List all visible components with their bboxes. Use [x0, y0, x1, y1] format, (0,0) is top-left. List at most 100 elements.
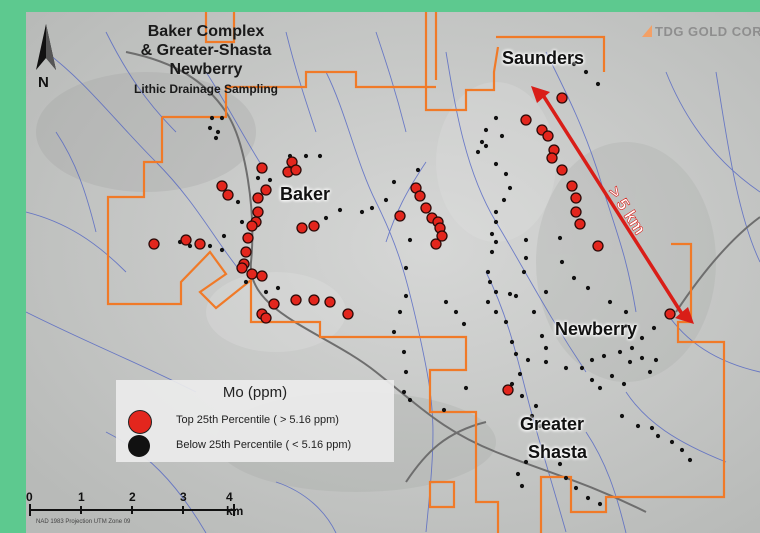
- sample-point-below: [501, 197, 507, 203]
- sample-point-top: [566, 180, 578, 192]
- sample-point-below: [597, 501, 603, 507]
- sample-point-below: [669, 439, 675, 445]
- sample-point-below: [415, 167, 421, 173]
- sample-point-below: [487, 279, 493, 285]
- sample-point-below: [601, 353, 607, 359]
- scale-bar: [29, 504, 236, 516]
- sample-point-top: [246, 220, 258, 232]
- sample-point-below: [579, 365, 585, 371]
- sample-point-below: [539, 333, 545, 339]
- sample-point-below: [475, 149, 481, 155]
- sample-point-below: [573, 485, 579, 491]
- sample-point-top: [502, 384, 514, 396]
- sample-point-below: [655, 433, 661, 439]
- sample-point-below: [507, 185, 513, 191]
- sample-point-below: [493, 209, 499, 215]
- projection-note: NAD 1983 Projection UTM Zone 09: [36, 519, 131, 525]
- sample-point-below: [503, 171, 509, 177]
- title-line-4: Lithic Drainage Sampling: [133, 82, 279, 96]
- sample-point-below: [543, 359, 549, 365]
- scale-tick-0: 0: [26, 490, 33, 504]
- title-line-2: & Greater-Shasta: [140, 42, 272, 59]
- sample-point-top: [148, 238, 160, 250]
- samples-below-25th: [177, 61, 693, 507]
- sample-point-below: [407, 237, 413, 243]
- sample-point-below: [337, 207, 343, 213]
- sample-point-below: [303, 153, 309, 159]
- sample-point-below: [493, 115, 499, 121]
- sample-point-below: [571, 61, 577, 67]
- sample-point-top: [570, 192, 582, 204]
- sample-point-below: [623, 309, 629, 315]
- sample-point-below: [479, 139, 485, 145]
- sample-point-below: [213, 135, 219, 141]
- sample-point-top: [520, 114, 532, 126]
- map-frame: > 5 km N Baker Complex & Greater-Shasta …: [26, 12, 760, 533]
- sample-point-below: [369, 205, 375, 211]
- north-arrow: N: [36, 24, 56, 91]
- claim-boundary: [106, 12, 726, 533]
- sample-point-below: [519, 393, 525, 399]
- sample-point-below: [219, 247, 225, 253]
- title-line-1: Baker Complex: [147, 23, 265, 40]
- sample-point-below: [215, 129, 221, 135]
- sample-point-below: [523, 237, 529, 243]
- sample-point-below: [267, 177, 273, 183]
- sample-point-top: [252, 192, 264, 204]
- sample-point-below: [275, 285, 281, 291]
- sample-point-below: [557, 235, 563, 241]
- sample-point-top: [222, 189, 234, 201]
- sample-point-below: [517, 371, 523, 377]
- sample-point-below: [403, 293, 409, 299]
- sample-point-below: [239, 219, 245, 225]
- sample-point-below: [523, 255, 529, 261]
- sample-point-top: [240, 246, 252, 258]
- title-line-3: Newberry: [169, 61, 243, 78]
- sample-point-top: [430, 238, 442, 250]
- sample-point-below: [443, 299, 449, 305]
- sample-point-below: [679, 447, 685, 453]
- sample-point-top: [556, 92, 568, 104]
- place-label-saunders: Saunders: [502, 48, 585, 68]
- sample-point-below: [397, 309, 403, 315]
- sample-point-top: [324, 296, 336, 308]
- sample-point-below: [533, 403, 539, 409]
- legend-title: Mo (ppm): [222, 384, 288, 401]
- brand-logo: TDG GOLD CORP: [642, 24, 760, 39]
- sample-point-below: [639, 335, 645, 341]
- sample-point-top: [420, 202, 432, 214]
- sample-point-below: [513, 293, 519, 299]
- sample-point-top: [574, 218, 586, 230]
- sample-point-top: [664, 308, 676, 320]
- scale-tick-4: 4 km: [226, 490, 244, 518]
- place-label-shasta: Shasta: [528, 442, 588, 462]
- sample-point-below: [563, 475, 569, 481]
- sample-point-below: [619, 413, 625, 419]
- sample-point-top: [308, 294, 320, 306]
- sample-point-below: [653, 357, 659, 363]
- legend: Mo (ppm) Top 25th Percentile ( > 5.16 pp…: [116, 380, 394, 462]
- sample-point-below: [499, 133, 505, 139]
- sample-point-below: [583, 69, 589, 75]
- sample-point-top: [414, 190, 426, 202]
- sample-point-top: [268, 298, 280, 310]
- legend-below-label: Below 25th Percentile ( < 5.16 ppm): [176, 439, 352, 451]
- sample-point-top: [342, 308, 354, 320]
- sample-point-below: [207, 243, 213, 249]
- scale-tick-3: 3: [180, 490, 187, 504]
- sample-point-below: [453, 309, 459, 315]
- brand-mark-icon: [642, 25, 652, 37]
- sample-point-top: [296, 222, 308, 234]
- sample-point-below: [401, 349, 407, 355]
- samples-top-25th: [148, 92, 676, 396]
- sample-point-below: [543, 345, 549, 351]
- sample-point-top: [246, 268, 258, 280]
- sample-point-below: [485, 269, 491, 275]
- place-label-newberry: Newberry: [555, 319, 638, 339]
- sample-point-below: [359, 209, 365, 215]
- place-label-greater: Greater: [520, 414, 585, 434]
- sample-point-below: [323, 215, 329, 221]
- distance-arrow: [531, 86, 694, 324]
- scale-tick-1: 1: [78, 490, 85, 504]
- sample-point-top: [242, 232, 254, 244]
